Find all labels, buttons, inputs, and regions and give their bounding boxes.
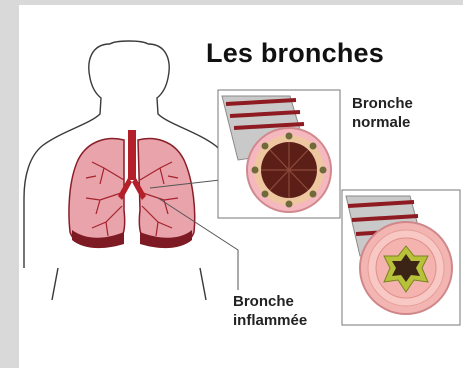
right-lung bbox=[138, 139, 195, 246]
lungs bbox=[69, 130, 195, 248]
inflamed-bronchus-label: Bronche inflammée bbox=[233, 292, 307, 330]
inflamed-label-line2: inflammée bbox=[233, 311, 307, 330]
trachea bbox=[128, 130, 136, 180]
normal-label-line2: normale bbox=[352, 113, 413, 132]
normal-label-line1: Bronche bbox=[352, 94, 413, 113]
diagram-title: Les bronches bbox=[206, 38, 384, 69]
normal-bronchus-label: Bronche normale bbox=[352, 94, 413, 132]
normal-bronchus-inset bbox=[218, 90, 340, 218]
inflamed-label-line1: Bronche bbox=[233, 292, 307, 311]
left-lung bbox=[69, 139, 125, 246]
inflamed-bronchus-inset bbox=[342, 190, 460, 325]
